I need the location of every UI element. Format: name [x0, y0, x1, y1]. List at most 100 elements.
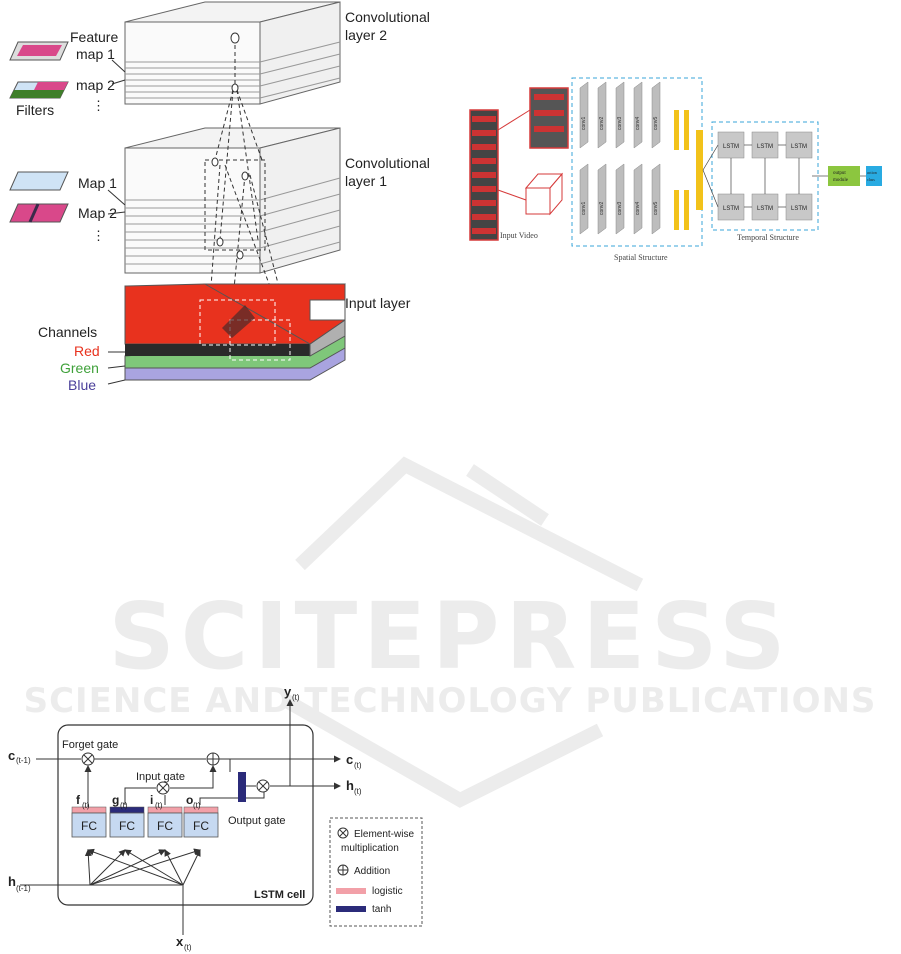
- lstm-label-5: LSTM: [757, 206, 773, 212]
- lstm-label-1: LSTM: [723, 144, 739, 150]
- add-icon: [206, 752, 220, 766]
- conv1-label-line2: layer 1: [345, 173, 387, 189]
- lstm-label-4: LSTM: [723, 206, 739, 212]
- lstm-label-6: LSTM: [791, 206, 807, 212]
- channels-title: Channels: [38, 324, 97, 340]
- temporal-structure-box: [711, 121, 819, 231]
- conv-bottom-label-4: conv4: [635, 201, 641, 215]
- action-class-label-line2: class: [867, 177, 875, 182]
- forget-gate-label: Forget gate: [62, 739, 118, 751]
- c-prev-label: c: [8, 748, 15, 763]
- gate-var-i: i: [150, 793, 153, 807]
- fc-box-g: [109, 806, 145, 838]
- tanh-bar: [238, 772, 246, 802]
- watermark-logo: [281, 456, 644, 808]
- fc-label-g: FC: [119, 819, 135, 833]
- gate-var-f: f: [76, 793, 81, 807]
- input-gate-label: Input gate: [136, 771, 185, 783]
- legend-logistic-label: logistic: [372, 886, 403, 897]
- channel-green-label: Green: [60, 360, 99, 376]
- gate-sub-f: (t): [82, 801, 90, 810]
- conv2-label-line2: layer 2: [345, 27, 387, 43]
- h-out-sub: (t): [354, 787, 362, 796]
- lstm-cell-label: LSTM cell: [254, 889, 305, 901]
- x-label: x: [176, 934, 184, 949]
- lstm-cell-figure: LSTM cell: [8, 684, 423, 952]
- fc-label-i: FC: [157, 819, 173, 833]
- feature-map-1-label-line2: map 1: [76, 46, 115, 62]
- conv1-label-line1: Convolutional: [345, 155, 430, 171]
- conv-bottom-label-5: conv5: [653, 201, 659, 215]
- legend-mult-line2: multiplication: [341, 843, 399, 854]
- map-1-label: Map 1: [78, 175, 117, 191]
- lstm-cell-box: [57, 724, 314, 906]
- map-1-icon: [9, 171, 69, 191]
- conv2-label-line1: Convolutional: [345, 9, 430, 25]
- fc-box-o: [183, 806, 219, 838]
- ellipsis-top: ⋮: [92, 98, 105, 113]
- h-prev-sub: (t-1): [16, 884, 31, 893]
- neuron-circles: [211, 32, 249, 260]
- output-module-label-line1: output: [833, 171, 846, 176]
- gate-var-o: o: [186, 793, 193, 807]
- lstm-label-2: LSTM: [757, 144, 773, 150]
- conv-top-label-1: conv1: [581, 116, 587, 130]
- temporal-structure-label: Temporal Structure: [737, 233, 799, 242]
- fc-label-o: FC: [193, 819, 209, 833]
- lstm-label-3: LSTM: [791, 144, 807, 150]
- input-mult-icon: [156, 781, 170, 795]
- conv-bottom-labels: conv1 conv2 conv3 conv4 conv5: [581, 201, 659, 215]
- input-video-stack: [469, 87, 569, 241]
- output-module-box: [828, 166, 860, 186]
- feature-map-1-icon: [9, 41, 69, 61]
- conv-top-label-3: conv3: [617, 116, 623, 130]
- output-module-label-line2: module: [833, 178, 849, 183]
- y-sub: (t): [292, 693, 300, 702]
- h-out-label: h: [346, 778, 354, 793]
- feature-map-2-label: map 2: [76, 77, 115, 93]
- fc-bars: [674, 110, 703, 230]
- action-class-label-line1: action: [867, 170, 877, 175]
- conv-layer-1-block: [124, 127, 341, 274]
- legend-tanh-swatch: [336, 906, 366, 912]
- gate-sub-g: (t): [120, 801, 128, 810]
- gate-sub-o: (t): [193, 801, 201, 810]
- cnn-figure: Feature map 1 map 2 Filters ⋮ Map 1 Map …: [9, 1, 430, 393]
- feature-map-1-label-line1: Feature: [70, 29, 118, 45]
- conv-top-label-2: conv2: [599, 116, 605, 130]
- filters-label: Filters: [16, 102, 54, 118]
- conv-bottom-stack: [579, 163, 661, 235]
- x-sub: (t): [184, 943, 192, 952]
- legend-logistic-swatch: [336, 888, 366, 894]
- y-label: y: [284, 684, 292, 699]
- legend-add-label: Addition: [354, 866, 390, 877]
- conv-bottom-label-1: conv1: [581, 201, 587, 215]
- ellipsis-mid: ⋮: [92, 228, 105, 243]
- map-2-label: Map 2: [78, 205, 117, 221]
- input-layer-block: [124, 283, 346, 381]
- forget-mult-icon: [81, 752, 95, 766]
- fc-box-f: [71, 806, 107, 838]
- cnn-lstm-figure: Input Video Spatial Structure conv1 conv…: [469, 77, 882, 262]
- conv-top-label-4: conv4: [635, 116, 641, 130]
- conv-top-labels: conv1 conv2 conv3 conv4 conv5: [581, 116, 659, 130]
- legend-mult-line1: Element-wise: [354, 829, 414, 840]
- input-layer-label: Input layer: [345, 295, 411, 311]
- c-out-sub: (t): [354, 761, 362, 770]
- action-class-box: [866, 166, 882, 186]
- conv-bottom-label-2: conv2: [599, 201, 605, 215]
- output-gate-label: Output gate: [228, 815, 286, 827]
- watermark-subtitle: SCIENCE AND TECHNOLOGY PUBLICATIONS: [24, 681, 877, 721]
- fc-box-i: [147, 806, 183, 838]
- channel-blue-label: Blue: [68, 377, 96, 393]
- spatial-structure-label: Spatial Structure: [614, 253, 668, 262]
- input-video-label: Input Video: [500, 231, 538, 240]
- channel-red-label: Red: [74, 343, 100, 359]
- legend-mult-icon: [337, 827, 349, 839]
- map-2-icon: [9, 203, 69, 223]
- c-prev-sub: (t-1): [16, 756, 31, 765]
- watermark-title: SCITEPRESS: [108, 583, 791, 690]
- c-out-label: c: [346, 752, 353, 767]
- output-mult-icon: [256, 779, 270, 793]
